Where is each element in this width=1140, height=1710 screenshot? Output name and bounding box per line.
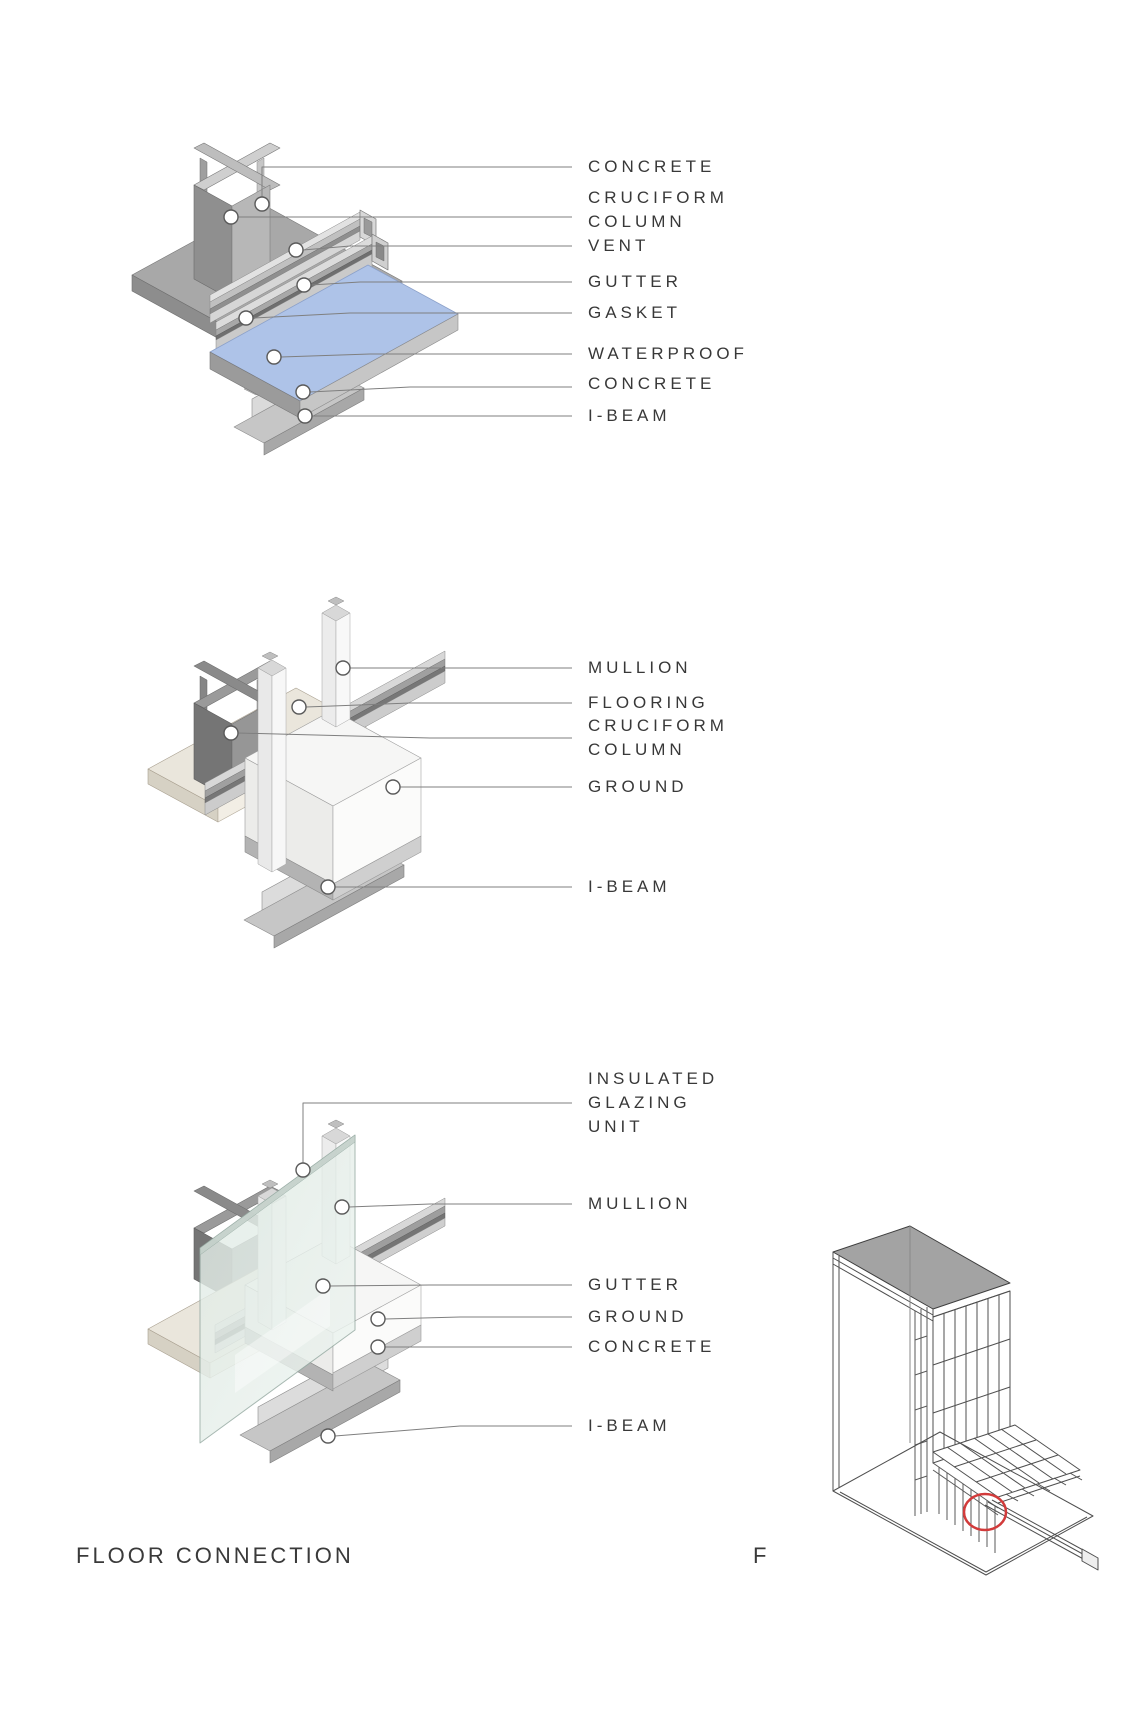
leader-lines <box>238 166 572 417</box>
label-ground: GROUND <box>588 777 688 796</box>
leader-marker <box>370 1339 386 1355</box>
label-gutter: GUTTER <box>588 272 682 291</box>
deck-support-fins <box>932 1462 999 1553</box>
sheet-title-floor-connection: FLOOR CONNECTION <box>76 1543 354 1568</box>
ground-plane <box>832 1431 1094 1576</box>
leader-lines <box>237 667 572 888</box>
label-ground: GROUND <box>588 1307 688 1326</box>
leader-marker <box>315 1278 331 1294</box>
isometric-overview <box>832 1225 1099 1576</box>
roof-plate <box>832 1225 1011 1310</box>
label-i-beam: I-BEAM <box>588 1416 671 1435</box>
leader-marker <box>223 725 239 741</box>
label-gasket: GASKET <box>588 303 681 322</box>
cruciform-column <box>193 142 281 301</box>
label-concrete-bottom: CONCRETE <box>588 374 716 393</box>
label-cruciform-column: CRUCIFORM COLUMN <box>588 716 728 759</box>
label-mullion: MULLION <box>588 1194 692 1213</box>
label-i-beam: I-BEAM <box>588 877 671 896</box>
leader-marker <box>291 699 307 715</box>
leader-marker <box>320 879 336 895</box>
leader-marker <box>238 310 254 326</box>
leader-marker <box>320 1428 336 1444</box>
label-vent: VENT <box>588 236 650 255</box>
leader-marker <box>295 384 311 400</box>
leader-lines <box>302 1102 572 1437</box>
leader-markers <box>223 660 401 895</box>
leader-marker <box>370 1311 386 1327</box>
label-cruciform-column: CRUCIFORM COLUMN <box>588 188 728 231</box>
detail-drawing-glazing <box>147 1102 572 1464</box>
detail-drawing-floor <box>147 596 572 949</box>
label-concrete: CONCRETE <box>588 1337 716 1356</box>
label-i-beam: I-BEAM <box>588 406 671 425</box>
leader-marker <box>296 277 312 293</box>
leader-markers <box>223 196 313 424</box>
label-waterproof: WATERPROOF <box>588 344 748 363</box>
edge-track-beam <box>984 1499 1099 1571</box>
leader-marker <box>288 242 304 258</box>
sheet-title-truncated: F <box>753 1543 770 1568</box>
leader-marker <box>223 209 239 225</box>
insulated-glazing-unit <box>199 1134 356 1444</box>
jamb-mullion <box>914 1307 928 1516</box>
floor-deck <box>932 1424 1083 1504</box>
leader-markers <box>295 1162 386 1444</box>
label-mullion: MULLION <box>588 658 692 677</box>
label-gutter: GUTTER <box>588 1275 682 1294</box>
leader-marker <box>266 349 282 365</box>
leader-marker <box>335 660 351 676</box>
highlight-circle <box>962 1492 1008 1532</box>
left-wall <box>832 1226 911 1491</box>
mullion-mid <box>257 651 287 873</box>
leader-marker <box>254 196 270 212</box>
detail-drawing-roof <box>131 142 572 456</box>
leader-marker <box>297 408 313 424</box>
label-insulated-glazing-unit: INSULATED GLAZING UNIT <box>588 1069 719 1136</box>
label-flooring: FLOORING <box>588 693 709 712</box>
label-concrete-top: CONCRETE <box>588 157 716 176</box>
leader-marker <box>334 1199 350 1215</box>
leader-marker <box>295 1162 311 1178</box>
leader-marker <box>385 779 401 795</box>
